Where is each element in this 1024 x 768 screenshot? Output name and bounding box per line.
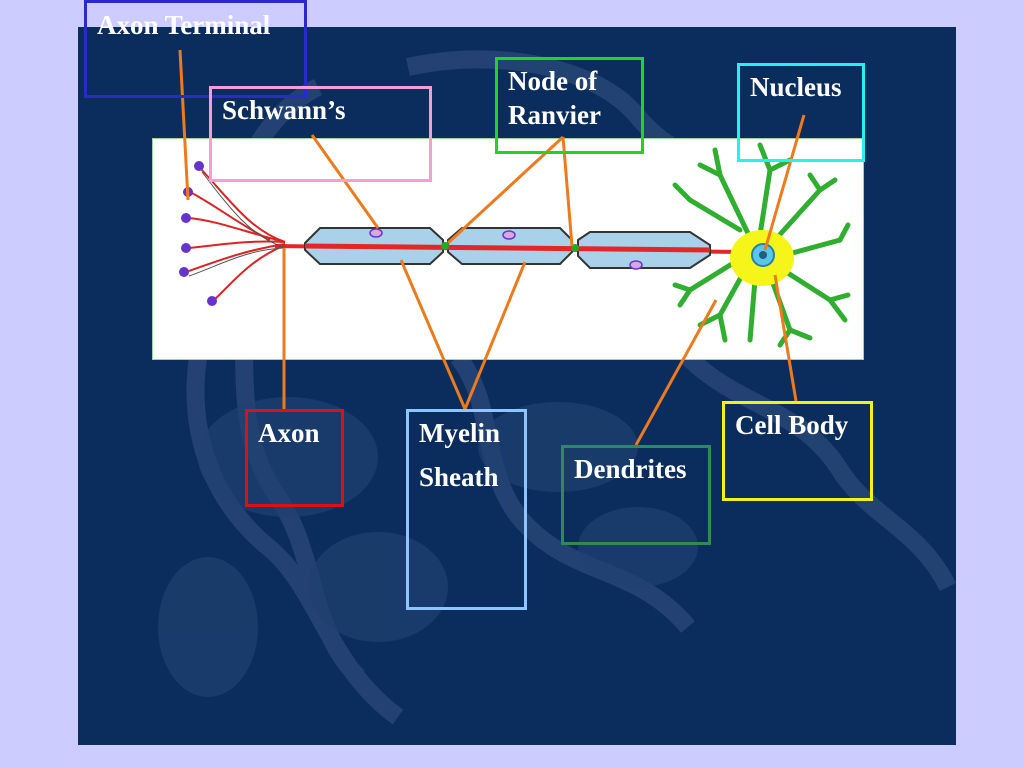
label-node-of-ranvier: Node of Ranvier (495, 57, 644, 154)
label-text: Axon Terminal (97, 10, 271, 40)
label-text: Dendrites (574, 454, 687, 484)
label-schwann: Schwann’s (209, 86, 432, 182)
label-text: Nucleus (750, 72, 842, 102)
label-text: Node of Ranvier (508, 66, 601, 130)
label-cell-body: Cell Body (722, 401, 873, 501)
label-myelin-sheath: Myelin Sheath (406, 409, 527, 610)
label-dendrites: Dendrites (561, 445, 711, 545)
brain-background-image (158, 50, 956, 725)
label-axon: Axon (245, 409, 344, 507)
label-text-line2: Sheath (419, 462, 499, 492)
label-text: Schwann’s (222, 95, 346, 125)
label-nucleus: Nucleus (737, 63, 865, 162)
label-text-line1: Myelin (419, 418, 500, 448)
label-text: Cell Body (735, 410, 849, 440)
label-axon-terminal: Axon Terminal (84, 0, 307, 98)
label-text: Axon (258, 418, 320, 448)
